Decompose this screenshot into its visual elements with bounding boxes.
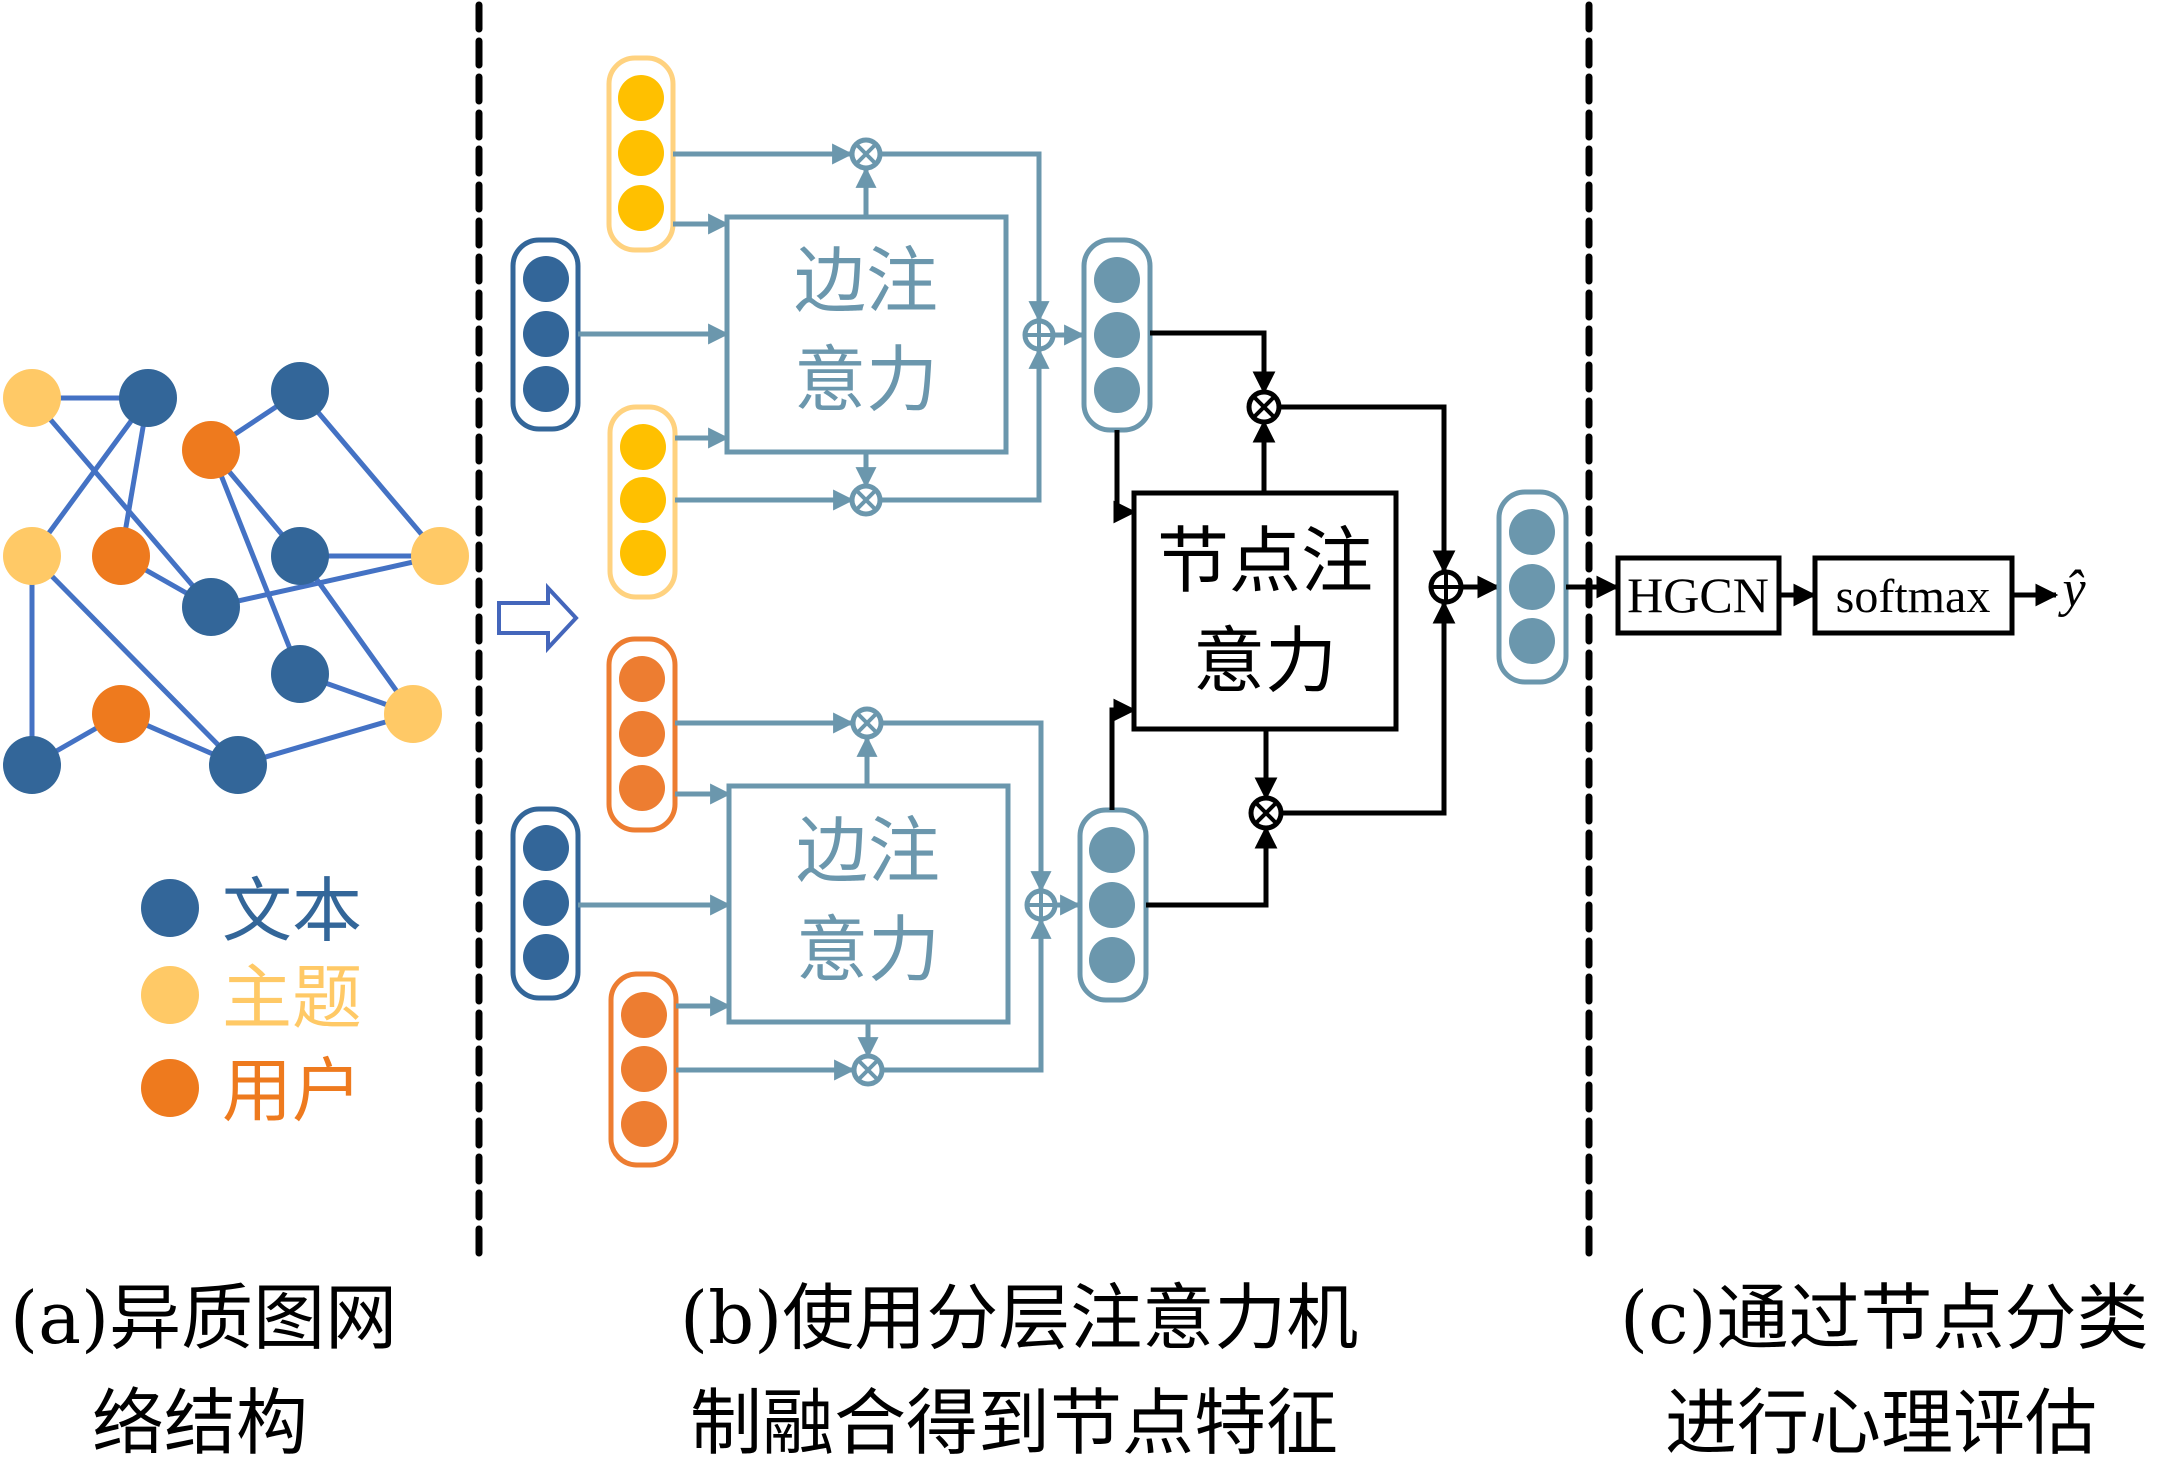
node-attention-label-b: 意力 <box>1193 619 1337 703</box>
topic-vector-1-cell <box>618 185 664 231</box>
caption-c-line2: 进行心理评估 <box>1665 1381 2097 1465</box>
graph-node-topic <box>384 685 442 743</box>
edge-output-vector-1-cell <box>1094 257 1140 303</box>
graph-node-user <box>182 421 240 479</box>
graph-node-topic <box>3 527 61 585</box>
graph-node-text <box>271 527 329 585</box>
topic-vector-1-cell <box>618 75 664 121</box>
edge-attention-label-2b: 意力 <box>796 908 940 992</box>
node-feature-vector-cell <box>1509 509 1555 555</box>
graph-node-text <box>271 362 329 420</box>
edge-attention-label-1b: 意力 <box>794 338 938 422</box>
node-feature-vector-cell <box>1509 618 1555 664</box>
graph-node-text <box>271 645 329 703</box>
graph-edge <box>208 449 303 675</box>
user-vector-1 <box>606 636 678 833</box>
caption-c-line1: (c)通过节点分类 <box>1620 1276 2149 1360</box>
caption-b-line1: (b)使用分层注意力机 <box>680 1276 1358 1360</box>
legend-text-label: 文本 <box>222 870 362 952</box>
edge-attention-lower <box>510 636 1149 1168</box>
softmax-label: softmax <box>1836 570 1991 623</box>
caption-a-line2: 络结构 <box>92 1381 308 1465</box>
topic-vector-2-cell <box>620 530 666 576</box>
user-vector-2-cell <box>621 1046 667 1092</box>
graph-edge <box>298 389 442 558</box>
graph-edge <box>237 711 414 768</box>
graph-edge <box>30 554 240 767</box>
graph-edge <box>30 396 213 609</box>
edge-output-vector-2-cell <box>1089 882 1135 928</box>
edge-output-vector-1-cell <box>1094 312 1140 358</box>
graph-node-user <box>92 527 150 585</box>
hgcn-label: HGCN <box>1627 567 1769 623</box>
graph-node-topic <box>411 527 469 585</box>
caption-a-line1: (a)异质图网 <box>10 1276 397 1360</box>
edge-output-vector-2-cell <box>1089 937 1135 983</box>
edge-output-vector-2-cell <box>1089 827 1135 873</box>
legend-text-marker <box>141 879 199 937</box>
user-vector-1-cell <box>619 711 665 757</box>
softmax-box <box>1812 555 2015 636</box>
legend-user-marker <box>141 1059 199 1117</box>
graph-node-user <box>92 685 150 743</box>
user-vector-1-cell <box>619 765 665 811</box>
output-y-hat: ŷ <box>2057 561 2086 618</box>
edge-attention-label-2a: 边注 <box>796 809 940 893</box>
legend-topic-label: 主题 <box>222 957 362 1039</box>
user-vector-1-cell <box>619 656 665 702</box>
graph-node-topic <box>3 369 61 427</box>
topic-vector-2-cell <box>620 424 666 470</box>
text-vector-2-cell <box>523 825 569 871</box>
caption-b-line2: 制融合得到节点特征 <box>690 1381 1338 1465</box>
topic-vector-1-cell <box>618 130 664 176</box>
legend-topic-marker <box>141 966 199 1024</box>
graph-edge <box>210 553 441 610</box>
hgcn-box <box>1615 555 1782 636</box>
text-vector-1-cell <box>523 256 569 302</box>
user-vector-2-cell <box>621 1101 667 1147</box>
edge-attention-label-1a: 边注 <box>794 239 938 323</box>
node-attention-label-a: 节点注 <box>1157 519 1373 603</box>
edge-output-vector-1-cell <box>1094 367 1140 413</box>
graph-nodes <box>3 362 469 794</box>
text-vector-2-cell <box>523 934 569 980</box>
node-attention <box>1109 330 1501 908</box>
node-feature-vector-cell <box>1509 564 1555 610</box>
node-feature-vector <box>1496 489 1569 685</box>
legend: 文本 主题 用户 <box>141 870 362 1132</box>
graph-edge <box>29 396 151 558</box>
topic-vector-2-cell <box>620 477 666 523</box>
user-vector-2-cell <box>621 992 667 1038</box>
text-vector-1-cell <box>523 311 569 357</box>
text-vector-2-cell <box>523 880 569 926</box>
classification-pipeline <box>1566 555 2059 636</box>
graph-node-text <box>119 369 177 427</box>
edge-attention-upper <box>510 55 1153 600</box>
legend-user-label: 用户 <box>222 1050 362 1132</box>
graph-node-text <box>182 578 240 636</box>
graph-node-text <box>209 736 267 794</box>
graph-node-text <box>3 736 61 794</box>
text-vector-1-cell <box>523 366 569 412</box>
hollow-right-arrow-icon <box>497 582 579 654</box>
